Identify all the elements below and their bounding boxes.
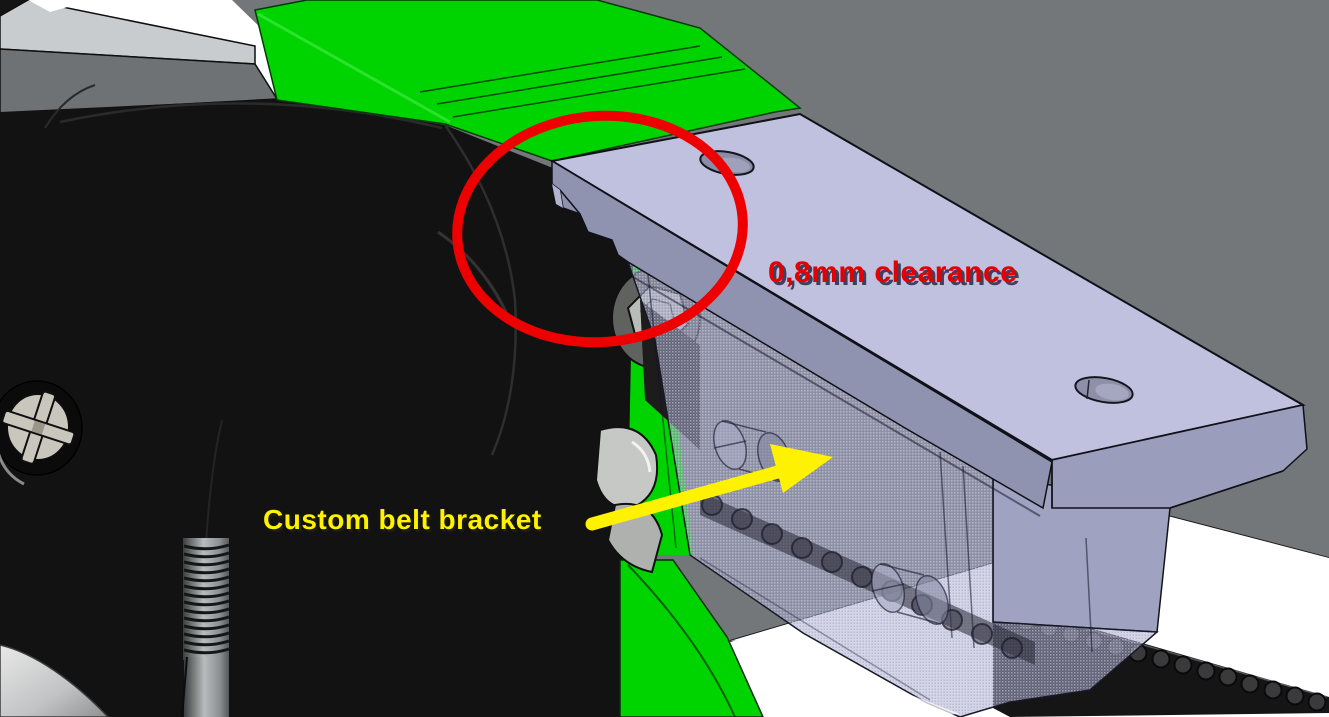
bracket-label: Custom belt bracket	[263, 504, 542, 535]
bracket-screw	[871, 563, 949, 625]
clearance-ellipse	[452, 110, 748, 348]
bracket-arrow-shaft	[585, 461, 799, 531]
clearance-label: 0,8mm clearance	[768, 256, 1018, 289]
threaded-stud	[181, 538, 230, 717]
phillips-screw	[0, 380, 83, 486]
mounting-hole	[1074, 376, 1134, 404]
clearance-step-edge	[559, 189, 581, 215]
clearance-step-edge	[562, 207, 589, 233]
bracket-arrow-head	[770, 444, 833, 493]
annotation-layer	[452, 110, 833, 531]
extrusion-beam	[0, 0, 279, 115]
